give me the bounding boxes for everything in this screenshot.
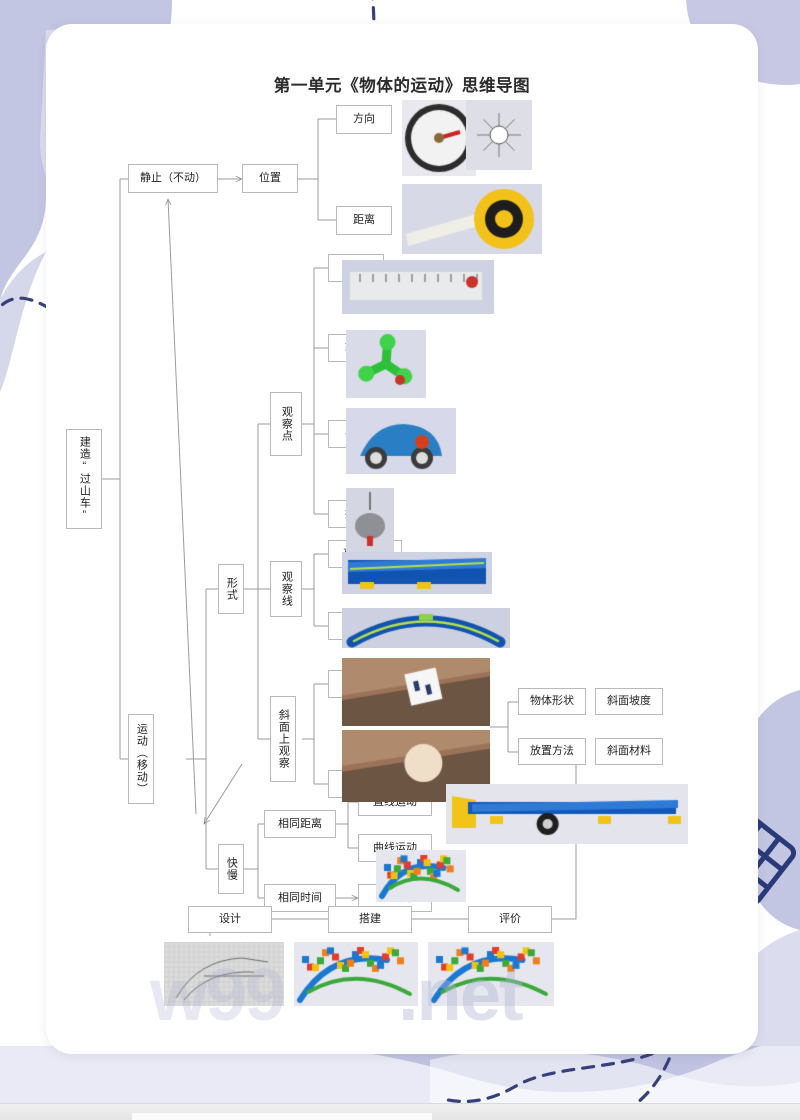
- curved-track-photo: [342, 608, 510, 648]
- mindmap-canvas: 建造“过山车” 静止（不动） 位置 方向 距离 运动（移动） 形式 观察点 观察…: [46, 24, 758, 1054]
- node-pingjia[interactable]: 评价: [468, 906, 552, 933]
- connector-lines: [102, 118, 577, 936]
- watermark-right: .net: [398, 953, 524, 1036]
- node-yundong[interactable]: 运动（移动）: [128, 714, 154, 804]
- node-xiangtong-juli[interactable]: 相同距离: [264, 810, 336, 838]
- long-track-tape-photo: [446, 784, 688, 844]
- node-fangzhi-fangfa[interactable]: 放置方法: [518, 738, 586, 765]
- node-xingshi[interactable]: 形式: [218, 564, 244, 614]
- node-fangxiang[interactable]: 方向: [336, 105, 392, 134]
- direction-card-photo: [466, 100, 532, 170]
- node-xiangtong-shijian[interactable]: 相同时间: [264, 884, 336, 912]
- node-xiemian[interactable]: 斜面上观察: [270, 696, 296, 782]
- node-kuaiman[interactable]: 快慢: [218, 844, 244, 894]
- straight-track-photo: [342, 552, 492, 594]
- tape-measure-photo: [402, 184, 542, 254]
- node-dajian[interactable]: 搭建: [328, 906, 412, 933]
- toy-car-photo: [346, 408, 456, 474]
- node-sheji[interactable]: 设计: [188, 906, 272, 933]
- coaster-small-photo: [376, 850, 466, 902]
- coaster-build-1-photo: [294, 942, 418, 1006]
- node-wuti-xingzhuang[interactable]: 物体形状: [518, 688, 586, 715]
- node-jingzhi[interactable]: 静止（不动）: [128, 164, 218, 193]
- cube-slope-photo: [342, 658, 490, 726]
- compass-photo: [402, 100, 476, 176]
- sketch-photo: [164, 942, 284, 1006]
- node-xiemian-podu[interactable]: 斜面坡度: [595, 688, 663, 715]
- node-guanchaxian[interactable]: 观察线: [270, 561, 302, 617]
- ruler-vibration-photo: [342, 260, 494, 314]
- node-xiemian-cailiao[interactable]: 斜面材料: [595, 738, 663, 765]
- bottom-notch: [132, 1113, 432, 1120]
- node-weizhi[interactable]: 位置: [242, 164, 298, 193]
- coaster-build-2-photo: [428, 942, 554, 1006]
- page-title: 第一单元《物体的运动》思维导图: [273, 77, 531, 95]
- spinner-photo: [346, 330, 426, 398]
- watermark-left: w99: [150, 953, 286, 1036]
- node-guanchadian[interactable]: 观察点: [270, 392, 302, 456]
- node-juli[interactable]: 距离: [336, 206, 392, 235]
- node-root[interactable]: 建造“过山车”: [66, 429, 102, 529]
- pendulum-photo: [346, 488, 394, 552]
- content-card: 第一单元《物体的运动》思维导图: [46, 24, 758, 1054]
